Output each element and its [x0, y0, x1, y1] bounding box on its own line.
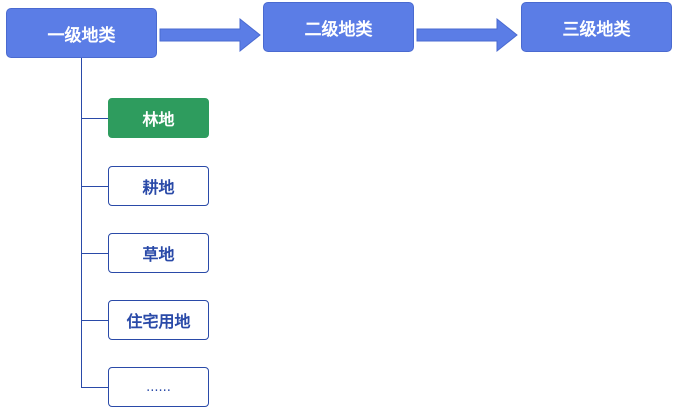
level-3-box[interactable]: 三级地类 — [521, 2, 672, 52]
subcategory-grassland[interactable]: 草地 — [108, 233, 209, 273]
subcategory-label: 草地 — [142, 245, 175, 264]
subcategory-residential[interactable]: 住宅用地 — [108, 300, 209, 340]
tree-branch-line — [81, 253, 109, 254]
subcategory-label: 住宅用地 — [126, 312, 191, 331]
subcategory-label: 耕地 — [142, 178, 175, 197]
tree-branch-line — [81, 186, 109, 187]
subcategory-forest[interactable]: 林地 — [108, 98, 209, 138]
right-arrow-icon — [159, 17, 261, 53]
subcategory-more[interactable]: ...... — [108, 367, 209, 407]
tree-branch-line — [81, 387, 109, 388]
subcategory-cropland[interactable]: 耕地 — [108, 166, 209, 206]
tree-branch-line — [81, 320, 109, 321]
level-3-label: 三级地类 — [562, 19, 631, 40]
right-arrow-icon — [416, 17, 518, 53]
tree-branch-line — [81, 118, 109, 119]
tree-trunk-line — [81, 58, 82, 387]
subcategory-label: 林地 — [142, 110, 175, 129]
level-2-box[interactable]: 二级地类 — [263, 2, 414, 52]
level-1-box[interactable]: 一级地类 — [6, 8, 157, 58]
level-1-label: 一级地类 — [47, 25, 116, 46]
level-2-label: 二级地类 — [304, 19, 373, 40]
subcategory-label: ...... — [146, 379, 171, 395]
